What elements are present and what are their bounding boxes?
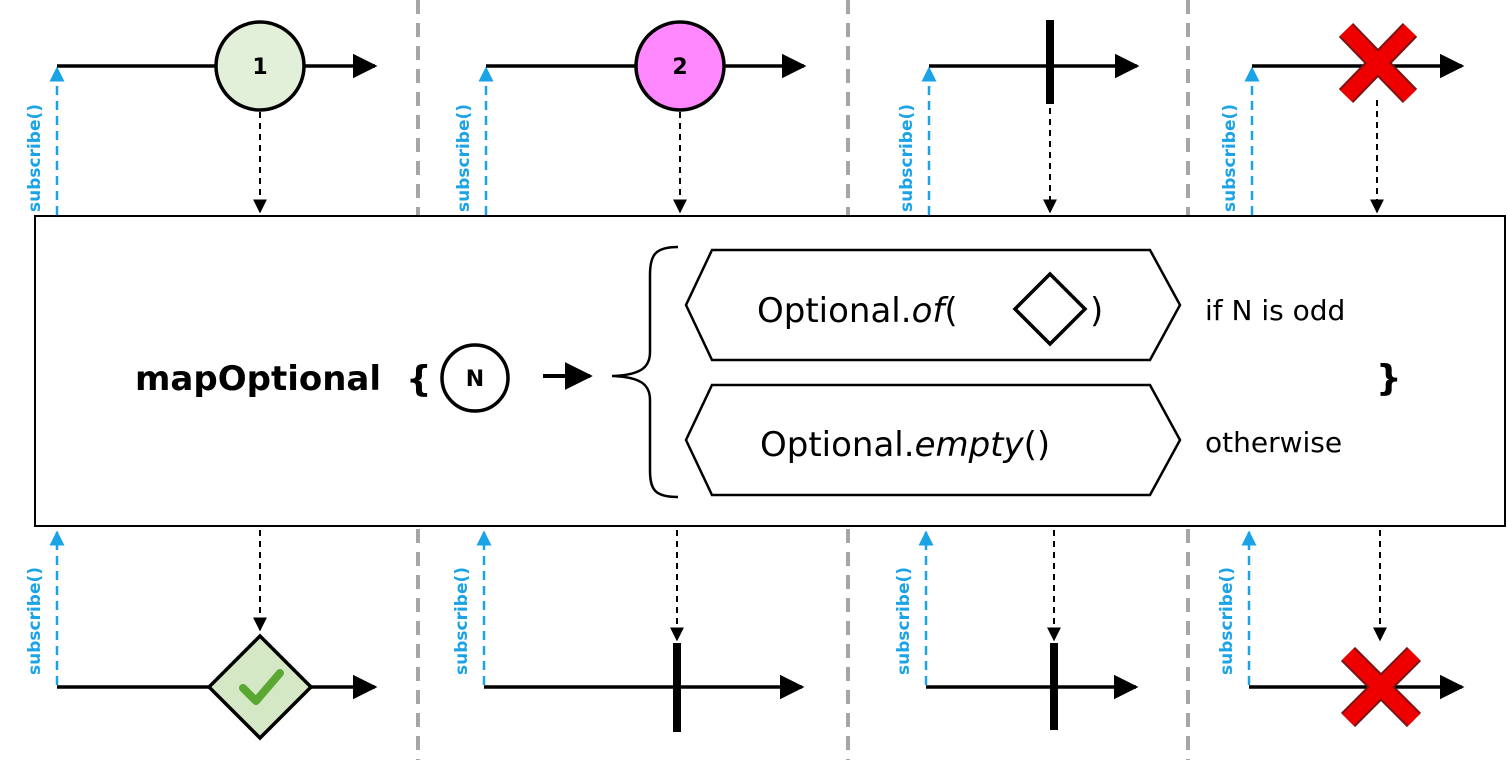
- operator-close-brace: }: [1376, 358, 1402, 399]
- case-empty-expression: Optional.empty(): [760, 425, 1050, 465]
- case-of-method: of: [912, 291, 950, 331]
- marble-1-label: 1: [252, 55, 267, 80]
- output-subscribe-label-3: subscribe(): [894, 567, 914, 675]
- value-diamond: [1012, 271, 1088, 347]
- operator-box: mapOptional { N Optional.of( ) if N is o…: [34, 215, 1506, 527]
- operator-param-circle: [440, 343, 510, 413]
- case-empty-box: [684, 383, 1182, 497]
- column-3: subscribe() subscribe(): [894, 20, 1140, 730]
- case-empty-open-paren: (: [1024, 425, 1037, 465]
- marble-2: [634, 20, 726, 112]
- column-1: subscribe() 1 subscribe(): [25, 20, 378, 741]
- output-subscribe-label-1: subscribe(): [25, 567, 45, 675]
- error-icon-out: [1340, 646, 1422, 728]
- input-subscribe-label-4: subscribe(): [1220, 104, 1240, 212]
- marble-2-label: 2: [672, 55, 687, 80]
- marble-1: [214, 20, 306, 112]
- input-subscribe-label-3: subscribe(): [897, 104, 917, 212]
- case-of-open-paren: (: [944, 291, 957, 331]
- input-subscribe-label-1: subscribe(): [25, 104, 45, 212]
- column-4: subscribe() subscribe(): [1217, 23, 1465, 728]
- operator-param-label: N: [466, 367, 484, 392]
- operator-open-brace: {: [406, 359, 432, 400]
- case-of-expression: Optional.of(: [757, 291, 958, 331]
- case-empty-condition: otherwise: [1205, 426, 1342, 459]
- case-brace: [611, 245, 679, 499]
- check-diamond: [206, 633, 314, 741]
- operator-name: mapOptional: [135, 359, 381, 399]
- check-icon: [239, 669, 284, 705]
- column-2: subscribe() 2 subscribe(): [452, 20, 807, 732]
- case-of-close-paren: ): [1090, 291, 1103, 331]
- output-subscribe-label-2: subscribe(): [452, 567, 472, 675]
- case-of-condition: if N is odd: [1205, 294, 1345, 327]
- input-subscribe-label-2: subscribe(): [454, 104, 474, 212]
- case-empty-prefix: Optional.: [760, 425, 915, 465]
- output-subscribe-label-4: subscribe(): [1217, 567, 1237, 675]
- case-empty-close-paren: ): [1037, 425, 1050, 465]
- error-icon-in: [1338, 23, 1418, 103]
- case-empty-method: empty: [915, 425, 1025, 465]
- case-of-prefix: Optional.: [757, 291, 912, 331]
